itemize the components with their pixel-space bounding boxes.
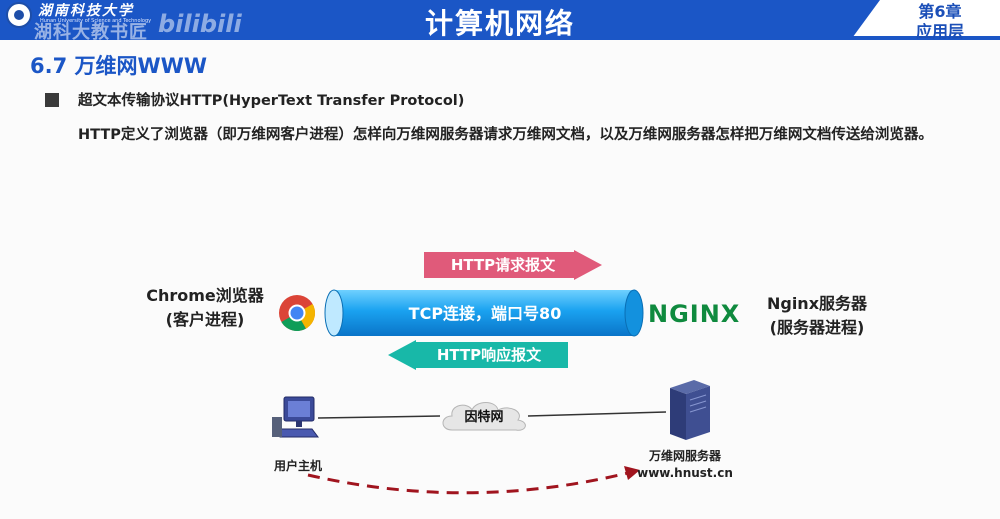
client-label-line2: (客户进程) bbox=[165, 310, 245, 329]
web-server-domain: www.hnust.cn bbox=[637, 466, 733, 480]
dashed-arrow-head bbox=[624, 466, 640, 480]
bullet-text: 超文本传输协议HTTP(HyperText Transfer Protocol) bbox=[78, 93, 465, 109]
server-link-line bbox=[527, 411, 667, 417]
computer-icon bbox=[272, 396, 319, 438]
web-server-label: 万维网服务器 www.hnust.cn bbox=[625, 448, 745, 482]
nginx-logo: NGINX bbox=[648, 300, 741, 328]
university-name-en: Hunan University of Science and Technolo… bbox=[40, 18, 152, 24]
client-label: Chrome浏览器 (客户进程) bbox=[140, 284, 270, 332]
dashed-arc bbox=[307, 470, 633, 495]
bullet-square-icon bbox=[45, 93, 59, 107]
title-bar bbox=[0, 0, 880, 36]
slide-title: 计算机网络 bbox=[424, 7, 575, 40]
response-message-label: HTTP响应报文 bbox=[436, 346, 542, 364]
chrome-icon bbox=[279, 295, 315, 332]
request-arrow bbox=[424, 250, 602, 280]
web-server-name: 万维网服务器 bbox=[648, 449, 721, 463]
cloud-icon bbox=[442, 402, 526, 431]
server-label-line1: Nginx服务器 bbox=[766, 294, 868, 313]
chapter-name: 应用层 bbox=[915, 22, 964, 41]
chapter-number: 第6章 bbox=[918, 2, 962, 21]
server-icon bbox=[670, 380, 710, 440]
host-link-line bbox=[317, 415, 441, 419]
request-message-label: HTTP请求报文 bbox=[450, 256, 556, 274]
tcp-connection-label: TCP连接，端口号80 bbox=[408, 304, 562, 323]
paragraph: HTTP定义了浏览器（即万维网客户进程）怎样向万维网服务器请求万维网文档，以及万… bbox=[78, 127, 933, 143]
watermark-channel: 湖科大教书匠 bbox=[34, 22, 148, 43]
tcp-connection-tunnel bbox=[324, 289, 644, 337]
server-label-line2: (服务器进程) bbox=[769, 318, 865, 337]
title-underline bbox=[0, 36, 1000, 40]
server-label: Nginx服务器 (服务器进程) bbox=[752, 292, 882, 340]
section-title: 6.7 万维网WWW bbox=[30, 54, 208, 78]
response-arrow bbox=[388, 340, 568, 370]
university-name: 湖南科技大学 bbox=[38, 3, 134, 19]
bilibili-watermark: bilibili bbox=[158, 10, 242, 38]
internet-label: 因特网 bbox=[464, 410, 504, 425]
university-emblem-icon bbox=[6, 2, 32, 28]
client-label-line1: Chrome浏览器 bbox=[146, 286, 264, 305]
host-label: 用户主机 bbox=[273, 459, 322, 473]
